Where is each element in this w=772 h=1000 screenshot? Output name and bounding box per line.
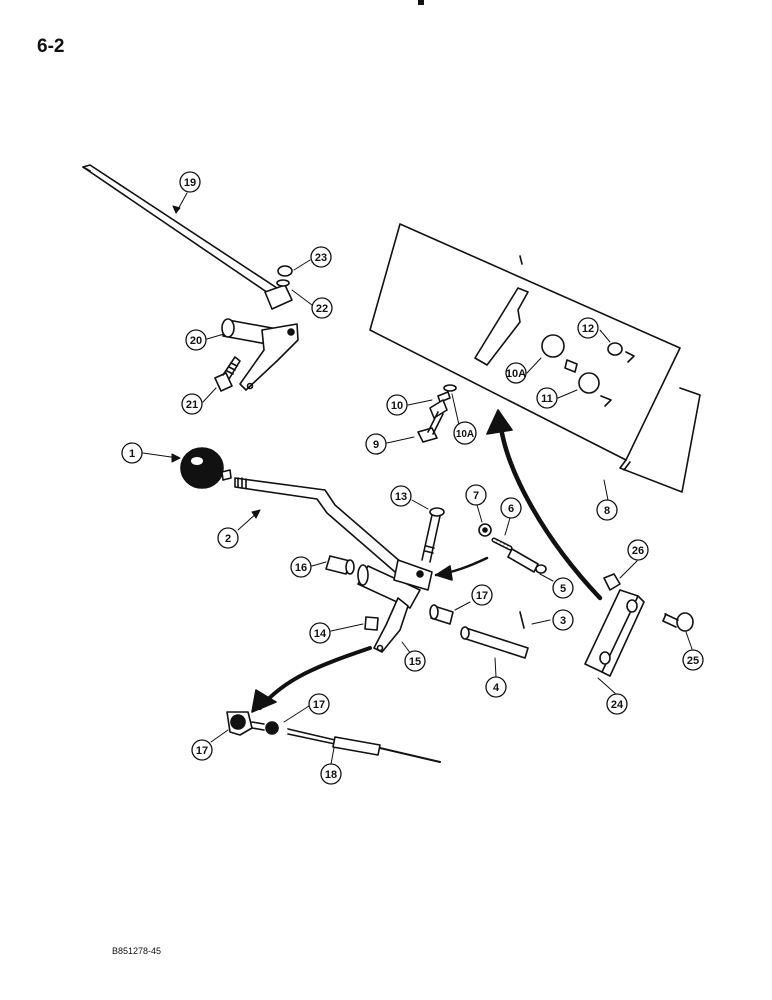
callout-9: 9 bbox=[365, 433, 387, 455]
callout-22: 20 bbox=[185, 329, 207, 351]
callout-11: 10A bbox=[505, 362, 527, 384]
callout-17-upper: 16 bbox=[290, 556, 312, 578]
washer-10-part bbox=[437, 391, 451, 403]
callout-7: 7 bbox=[465, 484, 487, 506]
screw-27-part bbox=[662, 612, 694, 632]
svg-text:20: 20 bbox=[190, 335, 202, 347]
callout-26: 24 bbox=[606, 693, 628, 715]
cable-20-part bbox=[287, 728, 441, 763]
nut-19-part bbox=[265, 721, 279, 735]
callout-21: 19 bbox=[179, 171, 201, 193]
svg-text:22: 22 bbox=[316, 303, 328, 315]
svg-text:15: 15 bbox=[409, 656, 421, 668]
bolt-9-part bbox=[417, 399, 448, 443]
callout-15: 14 bbox=[309, 622, 331, 644]
callout-5: 5 bbox=[552, 577, 574, 599]
arrowhead-to-bracket bbox=[435, 565, 453, 581]
bushing-17a-part bbox=[325, 555, 351, 575]
svg-text:9: 9 bbox=[373, 439, 379, 451]
leader-lines bbox=[142, 192, 693, 765]
svg-text:21: 21 bbox=[186, 399, 198, 411]
svg-text:19: 19 bbox=[184, 177, 196, 189]
svg-text:4: 4 bbox=[493, 682, 500, 694]
lever-pivot-bracket-part bbox=[357, 559, 433, 653]
callout-3: 3 bbox=[552, 609, 574, 631]
svg-text:24: 24 bbox=[611, 699, 624, 711]
spring-6-part bbox=[491, 537, 513, 551]
nut-25-part bbox=[277, 265, 293, 277]
callout-17-lower: 17 bbox=[471, 584, 493, 606]
callout-14: 13 bbox=[390, 485, 412, 507]
svg-text:18: 18 bbox=[325, 769, 337, 781]
figure-code: B851278-45 bbox=[112, 946, 162, 956]
callout-27: 25 bbox=[682, 649, 704, 671]
svg-text:14: 14 bbox=[314, 628, 327, 640]
washer-10a-part bbox=[443, 384, 457, 392]
svg-text:11: 11 bbox=[541, 393, 553, 405]
callout-10: 10 bbox=[386, 394, 408, 416]
svg-text:1: 1 bbox=[129, 448, 135, 460]
arrowhead-to-console bbox=[486, 409, 513, 435]
nut-28-part bbox=[603, 573, 621, 591]
svg-text:2: 2 bbox=[225, 533, 231, 545]
bolt-23-part bbox=[214, 356, 241, 392]
callout-25: 23 bbox=[310, 246, 332, 268]
pivot-tube-bracket-part bbox=[221, 318, 299, 391]
svg-text:17: 17 bbox=[313, 699, 325, 711]
callout-4: 4 bbox=[485, 676, 507, 698]
svg-text:6: 6 bbox=[508, 503, 514, 515]
plunger-5-part bbox=[507, 548, 547, 574]
callout-2: 2 bbox=[217, 527, 239, 549]
callout-10a: 10A bbox=[453, 421, 477, 445]
console-plate-part bbox=[369, 223, 701, 493]
callout-6: 6 bbox=[500, 497, 522, 519]
callouts: 19 23 22 20 21 12 10A 11 10 10A 9 1 8 13… bbox=[121, 171, 704, 785]
bolt-14-part bbox=[421, 507, 445, 563]
svg-text:10A: 10A bbox=[506, 368, 526, 380]
callout-19: 17 bbox=[308, 693, 330, 715]
arrowhead-to-ball-joint bbox=[251, 689, 277, 713]
svg-text:10A: 10A bbox=[456, 429, 474, 440]
svg-text:12: 12 bbox=[582, 323, 594, 335]
callout-16: 15 bbox=[404, 650, 426, 672]
callout-13: 12 bbox=[577, 317, 599, 339]
clamp-plate-26-part bbox=[584, 589, 645, 677]
svg-text:25: 25 bbox=[687, 655, 699, 667]
washer-24-part bbox=[276, 279, 290, 287]
pin-4-part bbox=[460, 626, 529, 659]
callout-20: 18 bbox=[320, 763, 342, 785]
top-mark bbox=[418, 0, 424, 5]
svg-text:26: 26 bbox=[632, 545, 644, 557]
svg-text:5: 5 bbox=[560, 583, 566, 595]
upper-lever-rod-part bbox=[82, 164, 293, 310]
callout-23: 21 bbox=[181, 393, 203, 415]
arrow-to-console bbox=[497, 417, 603, 601]
callout-12: 11 bbox=[536, 387, 558, 409]
roll-pin-3-part bbox=[519, 611, 525, 629]
bushing-15-part bbox=[364, 616, 379, 631]
svg-text:17: 17 bbox=[476, 590, 488, 602]
svg-text:23: 23 bbox=[315, 252, 327, 264]
callout-1: 1 bbox=[121, 442, 143, 464]
callout-18: 17 bbox=[191, 739, 213, 761]
svg-text:3: 3 bbox=[560, 615, 566, 627]
svg-text:16: 16 bbox=[295, 562, 307, 574]
shift-knob-part bbox=[180, 447, 232, 489]
callout-8: 8 bbox=[596, 499, 618, 521]
ball-joint-18-part bbox=[226, 711, 265, 736]
callout-24: 22 bbox=[311, 297, 333, 319]
svg-text:10: 10 bbox=[391, 400, 403, 412]
page-number: 6-2 bbox=[37, 36, 65, 57]
svg-text:17: 17 bbox=[196, 745, 208, 757]
svg-text:7: 7 bbox=[473, 490, 479, 502]
svg-text:8: 8 bbox=[604, 505, 610, 517]
svg-text:13: 13 bbox=[395, 491, 407, 503]
callout-28: 26 bbox=[627, 539, 649, 561]
